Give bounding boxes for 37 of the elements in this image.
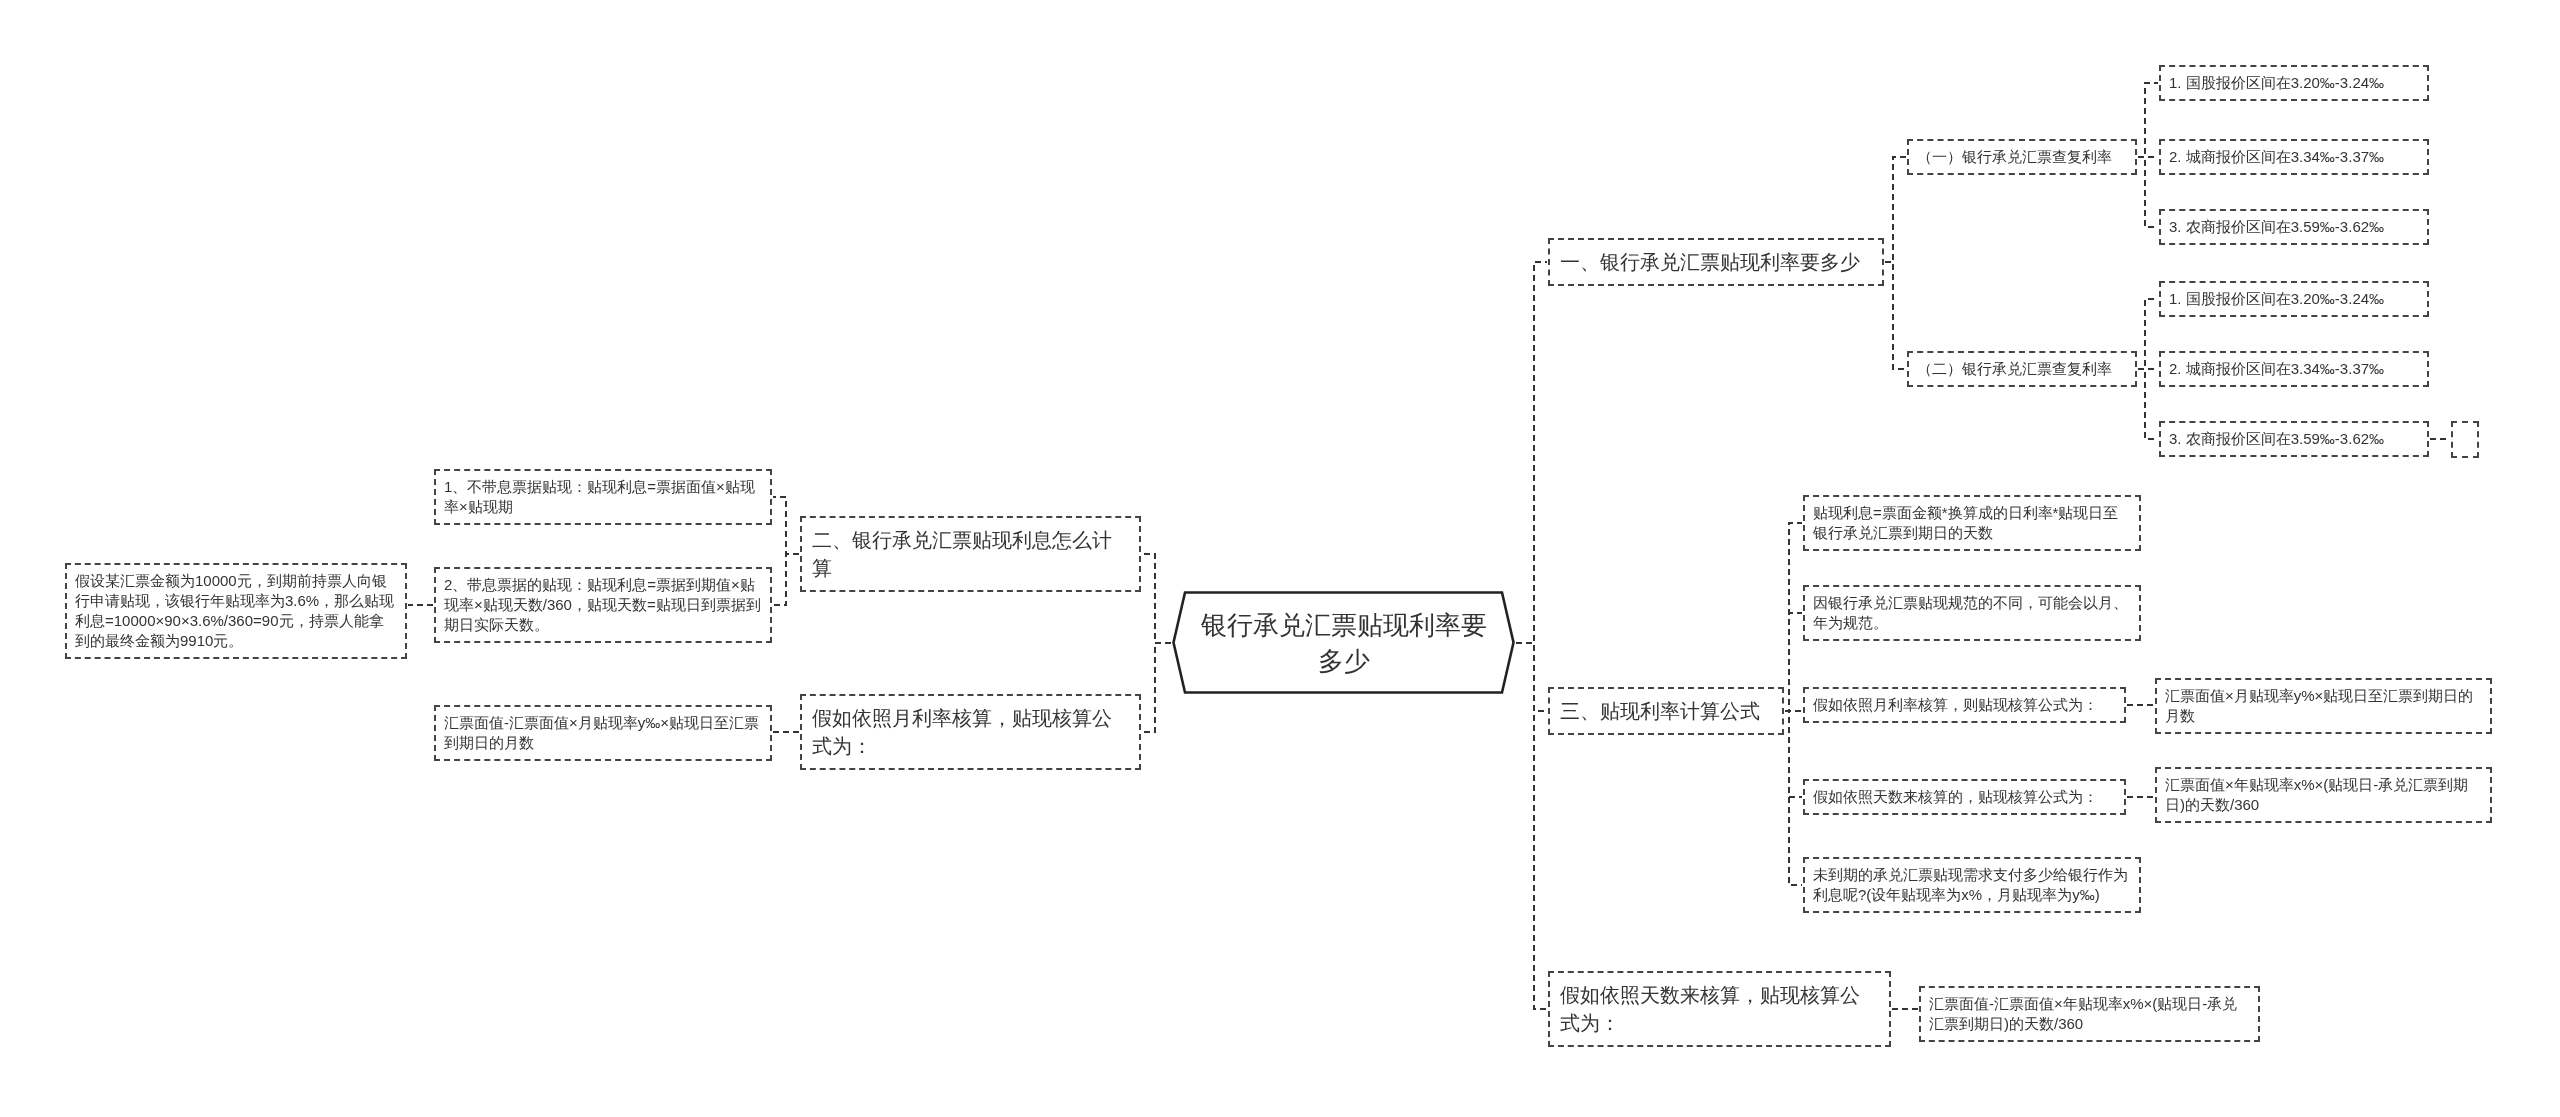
subtopic-box: 汇票面值-汇票面值×年贴现率x%×(贴现日-承兑汇票到期日)的天数/360 xyxy=(1919,986,2260,1042)
connector-line xyxy=(2126,704,2155,706)
subtopic-box: 2. 城商报价区间在3.34‰-3.37‰ xyxy=(2159,139,2429,175)
connector-line xyxy=(772,731,800,733)
connector-line xyxy=(772,553,800,606)
subtopic-box: 1、不带息票据贴现：贴现利息=票据面值×贴现率×贴现期 xyxy=(434,469,772,525)
connector-line xyxy=(2126,796,2155,798)
branch-topic-box: 三、贴现利率计算公式 xyxy=(1548,687,1784,735)
connector-line xyxy=(1884,261,1907,370)
subtopic-box: 因银行承兑汇票贴现规范的不同，可能会以月、年为规范。 xyxy=(1803,585,2141,641)
subtopic-box: 汇票面值×年贴现率x%×(贴现日-承兑汇票到期日)的天数/360 xyxy=(2155,767,2492,823)
branch-topic-box: 假如依照月利率核算，贴现核算公式为： xyxy=(800,694,1141,770)
subtopic-box: 假设某汇票金额为10000元，到期前持票人向银行申请贴现，该银行年贴现率为3.6%，那么贴现利息=10000×90×3.6%/360=90元，持票人能拿到的最终金额为9910元。 xyxy=(65,563,407,659)
subtopic-box: 假如依照天数来核算的，贴现核算公式为： xyxy=(1803,779,2126,815)
subtopic-box: 汇票面值×月贴现率y%×贴现日至汇票到期日的月数 xyxy=(2155,678,2492,734)
connector-line xyxy=(1515,642,1548,1010)
subtopic-box: 3. 农商报价区间在3.59‰-3.62‰ xyxy=(2159,421,2429,457)
subtopic-box: （一）银行承兑汇票查复利率 xyxy=(1907,139,2137,175)
branch-topic-box: 二、银行承兑汇票贴现利息怎么计算 xyxy=(800,516,1141,592)
subtopic-box: 1. 国股报价区间在3.20‰-3.24‰ xyxy=(2159,65,2429,101)
subtopic-box: 汇票面值-汇票面值×月贴现率y‰×贴现日至汇票到期日的月数 xyxy=(434,705,772,761)
branch-topic-box: 假如依照天数来核算，贴现核算公式为： xyxy=(1548,971,1891,1047)
subtopic-box: 2. 城商报价区间在3.34‰-3.37‰ xyxy=(2159,351,2429,387)
subtopic-box: 3. 农商报价区间在3.59‰-3.62‰ xyxy=(2159,209,2429,245)
subtopic-box: 1. 国股报价区间在3.20‰-3.24‰ xyxy=(2159,281,2429,317)
subtopic-box: 贴现利息=票面金额*换算成的日利率*贴现日至银行承兑汇票到期日的天数 xyxy=(1803,495,2141,551)
connector-line xyxy=(1891,1008,1919,1010)
subtopic-box: 未到期的承兑汇票贴现需求支付多少给银行作为利息呢?(设年贴现率为x%，月贴现率为y‰) xyxy=(1803,857,2141,913)
empty-box xyxy=(2451,421,2479,458)
branch-topic-box: 一、银行承兑汇票贴现利率要多少 xyxy=(1548,238,1884,286)
connector-line xyxy=(407,604,434,606)
connector-line xyxy=(1141,642,1172,733)
subtopic-box: 2、带息票据的贴现：贴现利息=票据到期值×贴现率×贴现天数/360，贴现天数=贴现日到票据到期日实际天数。 xyxy=(434,567,772,643)
subtopic-box: （二）银行承兑汇票查复利率 xyxy=(1907,351,2137,387)
connector-line xyxy=(1784,710,1803,886)
central-topic: 银行承兑汇票贴现利率要多少 xyxy=(1172,591,1515,694)
subtopic-box: 假如依照月利率核算，则贴现核算公式为： xyxy=(1803,687,2126,723)
